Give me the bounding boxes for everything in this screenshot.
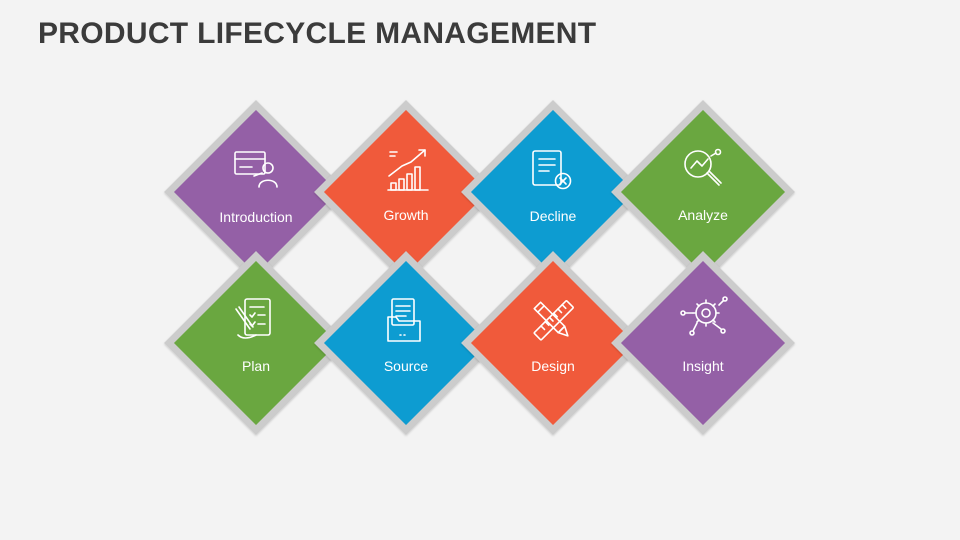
tile-introduction[interactable]: Introduction <box>164 100 348 284</box>
tile-source[interactable]: Source <box>314 251 498 435</box>
tile-label: Insight <box>682 358 723 374</box>
tile-label: Decline <box>530 208 577 224</box>
gear-network-icon <box>680 296 728 336</box>
ruler-pencil-icon <box>533 300 574 341</box>
tile-design[interactable]: Design <box>461 251 645 435</box>
tile-insight[interactable]: Insight <box>611 251 795 435</box>
document-cancel-icon <box>532 150 572 190</box>
tile-label: Growth <box>383 207 428 223</box>
tile-label: Plan <box>242 358 270 374</box>
hello-presentation-icon <box>234 151 278 188</box>
folder-documents-icon <box>387 298 421 342</box>
tile-label: Analyze <box>678 207 728 223</box>
magnifier-analytics-icon <box>684 148 722 186</box>
tile-plan[interactable]: Plan <box>164 251 348 435</box>
tile-label: Introduction <box>219 209 292 225</box>
checklist-pencil-icon <box>235 298 271 339</box>
tile-label: Design <box>531 358 575 374</box>
page-title: PRODUCT LIFECYCLE MANAGEMENT <box>38 17 597 50</box>
growth-bar-chart-icon <box>387 149 429 191</box>
tile-label: Source <box>384 358 429 374</box>
